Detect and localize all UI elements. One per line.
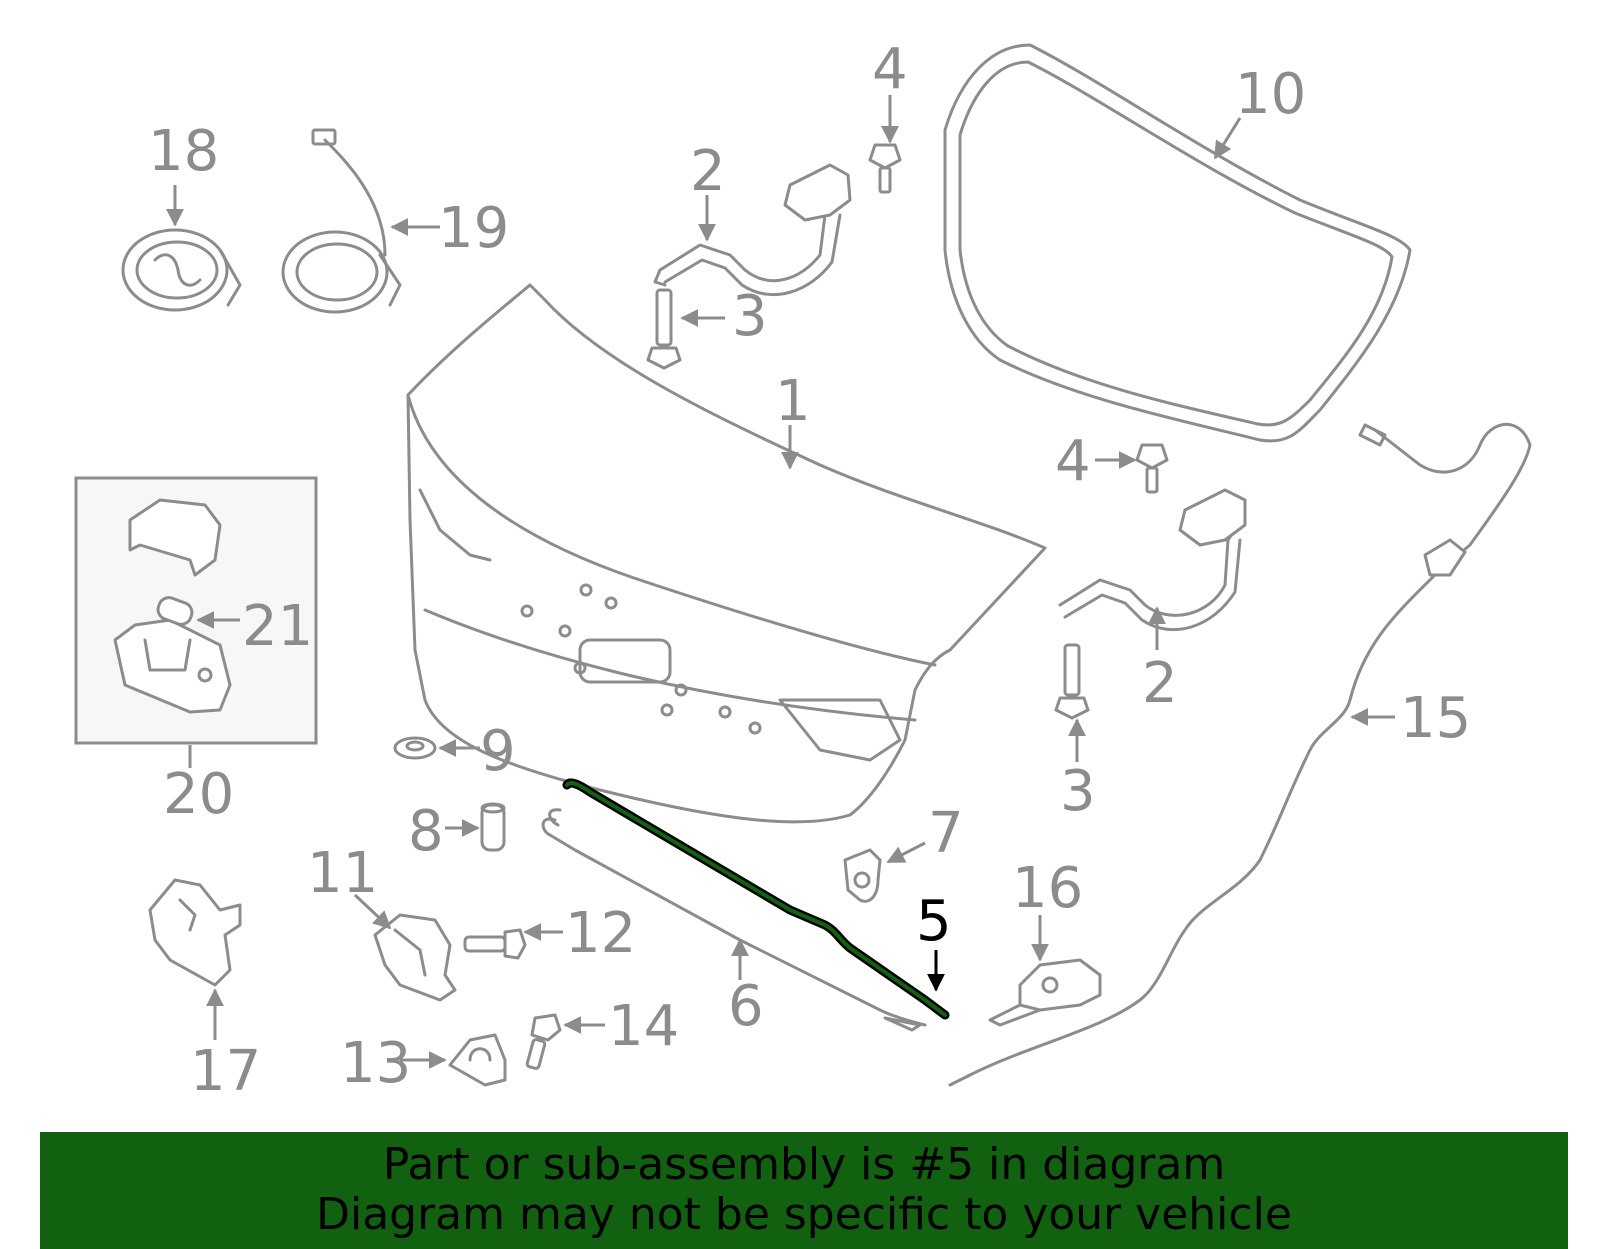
callout-19: 19 bbox=[438, 196, 509, 261]
callout-2-upper: 2 bbox=[690, 139, 726, 204]
part-21-bulb[interactable] bbox=[155, 595, 194, 627]
callout-4-upper: 4 bbox=[872, 37, 908, 102]
part-11-latch[interactable] bbox=[373, 913, 457, 1002]
callout-1: 1 bbox=[775, 369, 811, 434]
banner-line-part: Part or sub-assembly is #5 in diagram bbox=[382, 1139, 1226, 1190]
part-13-striker[interactable] bbox=[448, 1033, 507, 1087]
part-6-rod[interactable] bbox=[541, 808, 927, 1032]
callout-6: 6 bbox=[728, 974, 764, 1039]
callout-2-lower: 2 bbox=[1142, 651, 1178, 716]
part-12-bolt[interactable] bbox=[463, 928, 527, 960]
part-4-bolt-upper[interactable] bbox=[868, 143, 902, 194]
callout-4-lower: 4 bbox=[1055, 429, 1091, 494]
banner-line-disclaimer: Diagram may not be specific to your vehi… bbox=[316, 1189, 1292, 1240]
callout-3-lower: 3 bbox=[1060, 759, 1096, 824]
part-16-actuator[interactable] bbox=[988, 958, 1102, 1027]
callout-13: 13 bbox=[340, 1031, 411, 1096]
part-4-bolt-lower[interactable] bbox=[1135, 443, 1169, 494]
part-18-emblem[interactable] bbox=[121, 228, 242, 312]
callout-21: 21 bbox=[242, 594, 313, 659]
part-7-clip[interactable] bbox=[843, 848, 882, 903]
part-9-grommet[interactable] bbox=[393, 736, 437, 760]
callout-5: 5 bbox=[916, 889, 952, 954]
info-banner: Part or sub-assembly is #5 in diagram Di… bbox=[40, 1132, 1568, 1249]
callout-3-upper: 3 bbox=[732, 284, 768, 349]
callout-14: 14 bbox=[608, 994, 679, 1059]
callout-10: 10 bbox=[1235, 62, 1306, 127]
callout-18: 18 bbox=[148, 119, 219, 184]
callout-17: 17 bbox=[190, 1039, 261, 1104]
part-3-bolt-lower[interactable] bbox=[1054, 643, 1090, 720]
part-2-hinge-lower[interactable] bbox=[1058, 488, 1247, 632]
callout-15: 15 bbox=[1400, 686, 1471, 751]
part-20-license-lamp-assembly[interactable] bbox=[74, 476, 318, 745]
callout-16: 16 bbox=[1012, 856, 1083, 921]
part-19-emblem-switch[interactable] bbox=[281, 128, 402, 314]
part-3-bolt-upper[interactable] bbox=[646, 288, 682, 370]
part-1-trunk-lid[interactable] bbox=[406, 283, 1047, 824]
part-17-lock-cylinder[interactable] bbox=[148, 878, 242, 987]
part-15-release-cable[interactable] bbox=[948, 422, 1532, 1087]
leader-lines bbox=[166, 95, 1395, 1069]
callout-7: 7 bbox=[928, 801, 964, 866]
callout-9: 9 bbox=[480, 719, 516, 784]
part-10-weatherstrip[interactable] bbox=[943, 43, 1412, 443]
callout-8: 8 bbox=[408, 799, 444, 864]
part-2-hinge-upper[interactable] bbox=[653, 163, 852, 296]
part-14-bolt[interactable] bbox=[525, 1013, 562, 1070]
part-8-bumper[interactable] bbox=[480, 802, 506, 852]
callout-labels: 1 2 2 3 3 4 4 5 6 7 8 9 10 11 12 13 14 1… bbox=[148, 37, 1471, 1104]
part-5-torsion-rod[interactable] bbox=[562, 778, 950, 1020]
callout-11: 11 bbox=[307, 841, 378, 906]
callout-12: 12 bbox=[565, 901, 636, 966]
callout-20: 20 bbox=[163, 762, 234, 827]
